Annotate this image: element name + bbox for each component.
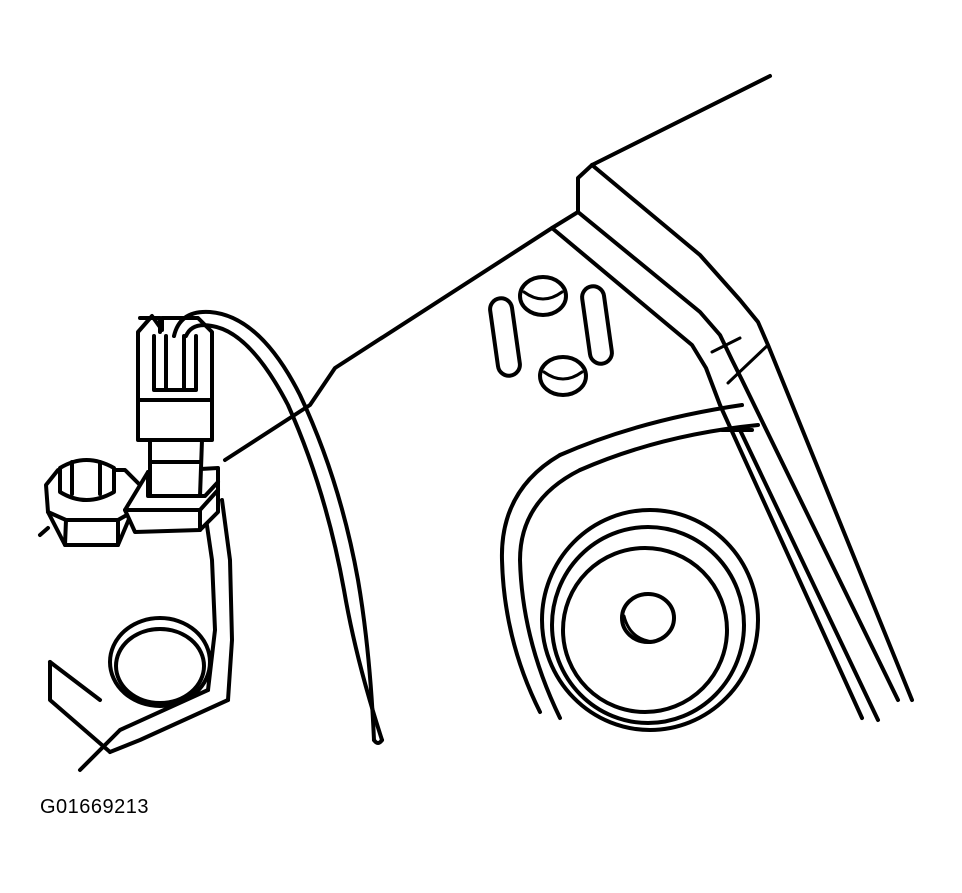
round-boss xyxy=(540,508,760,732)
panel-slots xyxy=(488,284,614,378)
mounting-bolt xyxy=(38,458,142,547)
panel-dimples xyxy=(518,275,588,397)
lower-bracket xyxy=(48,498,234,772)
sheet-metal-outline xyxy=(223,74,914,720)
sensor-connector xyxy=(136,314,214,498)
channel-groove xyxy=(499,403,880,722)
sensor-wire xyxy=(172,309,384,745)
figure-code: G01669213 xyxy=(40,796,150,818)
